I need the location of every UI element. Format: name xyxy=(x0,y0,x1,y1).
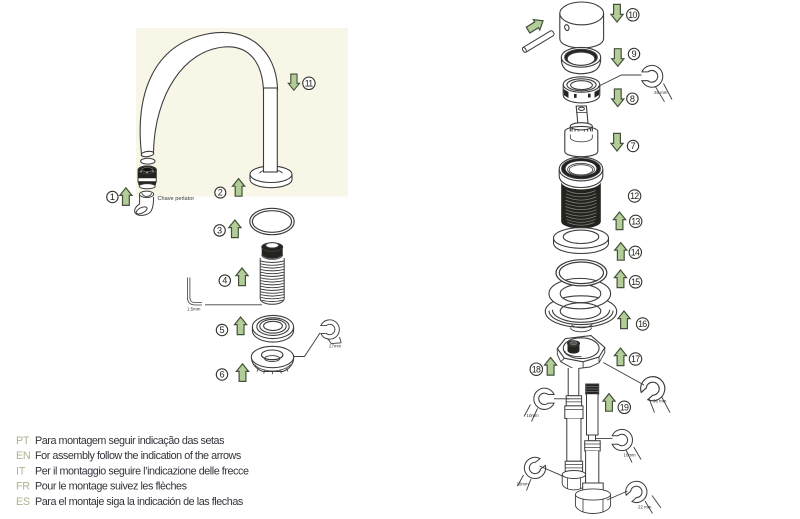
svg-text:18mm: 18mm xyxy=(517,482,530,487)
svg-text:17: 17 xyxy=(631,354,640,364)
svg-text:10mm: 10mm xyxy=(624,453,637,458)
svg-text:PT: PT xyxy=(16,435,30,447)
svg-text:10mm: 10mm xyxy=(527,413,540,418)
svg-text:IT: IT xyxy=(16,465,26,477)
svg-text:19: 19 xyxy=(620,402,629,412)
svg-text:1.5mm: 1.5mm xyxy=(187,307,201,312)
svg-text:28 mm: 28 mm xyxy=(654,90,668,95)
svg-text:9: 9 xyxy=(631,49,636,59)
svg-text:16: 16 xyxy=(638,319,647,329)
svg-text:11: 11 xyxy=(305,78,314,88)
svg-text:4: 4 xyxy=(222,276,227,286)
svg-text:7: 7 xyxy=(630,141,635,151)
svg-text:Per il montaggio seguire l’ind: Per il montaggio seguire l’indicazione d… xyxy=(35,465,249,477)
svg-text:Para el montaje siga la indica: Para el montaje siga la indicación de la… xyxy=(35,496,244,508)
svg-text:2: 2 xyxy=(218,188,223,198)
svg-text:12: 12 xyxy=(630,191,639,201)
svg-text:3: 3 xyxy=(217,226,222,236)
svg-text:18: 18 xyxy=(532,364,541,374)
svg-text:36 mm: 36 mm xyxy=(653,399,667,404)
svg-text:Chave perlator: Chave perlator xyxy=(158,196,195,202)
svg-text:ES: ES xyxy=(16,496,30,508)
svg-text:10: 10 xyxy=(628,10,637,20)
svg-text:FR: FR xyxy=(16,481,30,493)
svg-text:6: 6 xyxy=(219,370,224,380)
svg-text:22 mm: 22 mm xyxy=(638,505,652,510)
svg-text:14: 14 xyxy=(631,248,640,258)
svg-text:15: 15 xyxy=(631,277,640,287)
svg-text:EN: EN xyxy=(16,450,30,462)
svg-text:5: 5 xyxy=(219,325,224,335)
svg-text:13: 13 xyxy=(631,217,640,227)
svg-text:For assembly follow the indica: For assembly follow the indication of th… xyxy=(35,450,242,462)
svg-text:27mm: 27mm xyxy=(329,344,342,349)
svg-text:8: 8 xyxy=(630,94,635,104)
svg-text:1: 1 xyxy=(110,192,115,202)
svg-text:Pour le montage suivez les flè: Pour le montage suivez les flèches xyxy=(35,481,188,493)
svg-text:Para montagem seguir indicação: Para montagem seguir indicação das setas xyxy=(35,435,225,447)
